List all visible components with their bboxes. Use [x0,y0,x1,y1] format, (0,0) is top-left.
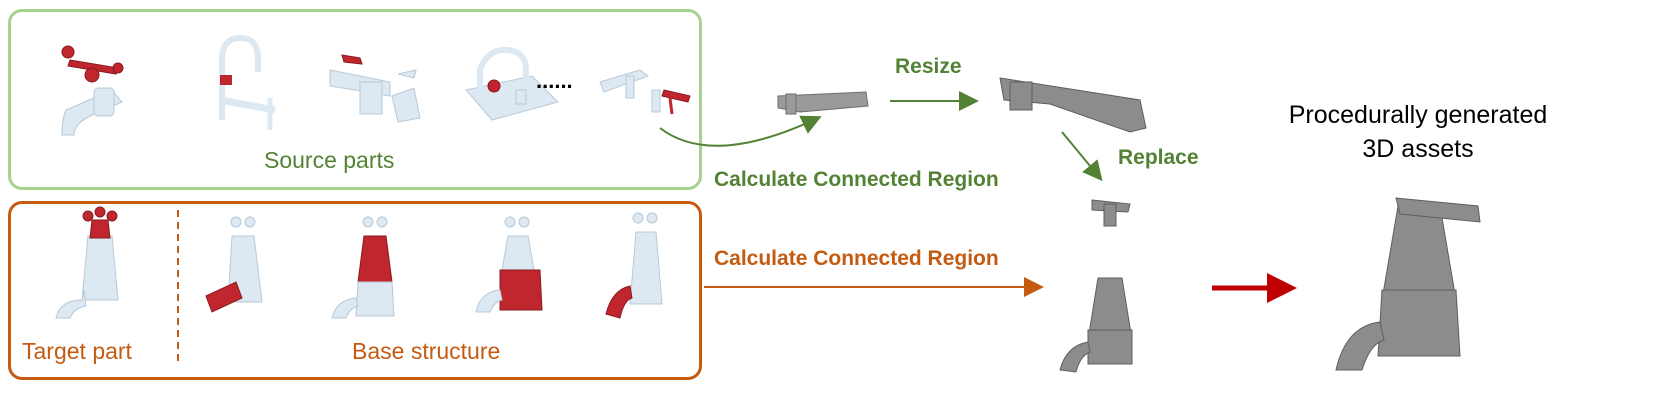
source-faucet-5 [599,69,691,115]
output-title-line1: Procedurally generated [1288,101,1548,129]
more-parts-ellipsis: ...... [536,68,573,93]
extracted-handle-small [777,91,869,115]
replace-label: Replace [1118,146,1199,169]
base-faucet-4 [605,212,663,319]
resized-handle [999,77,1147,133]
source-faucet-2 [219,34,276,130]
base-faucet-1 [205,216,263,313]
calc-region-label-orange: Calculate Connected Region [714,247,999,270]
output-title: Procedurally generated 3D assets [1268,98,1568,166]
calc-region-label-green: Calculate Connected Region [714,168,999,191]
replace-arrow [1061,131,1103,182]
source-parts-box [8,9,702,190]
base-gray-faucet [1059,277,1133,373]
base-faucet-3 [475,216,543,313]
connected-region-arrow-green [659,115,822,147]
source-parts-label: Source parts [264,147,395,173]
target-part-faucet [55,206,119,319]
resize-label: Resize [895,55,962,78]
target-part-label: Target part [22,338,132,364]
base-faucet-2 [331,216,395,319]
source-faucet-3 [329,54,421,123]
source-faucet-1 [61,45,124,136]
source-faucet-4 [465,46,559,121]
final-gray-faucet [1335,197,1481,371]
replaced-handle-small [1091,199,1131,227]
output-title-line2: 3D assets [1362,135,1474,163]
base-structure-label: Base structure [352,338,501,364]
base-structure-box [8,201,702,380]
